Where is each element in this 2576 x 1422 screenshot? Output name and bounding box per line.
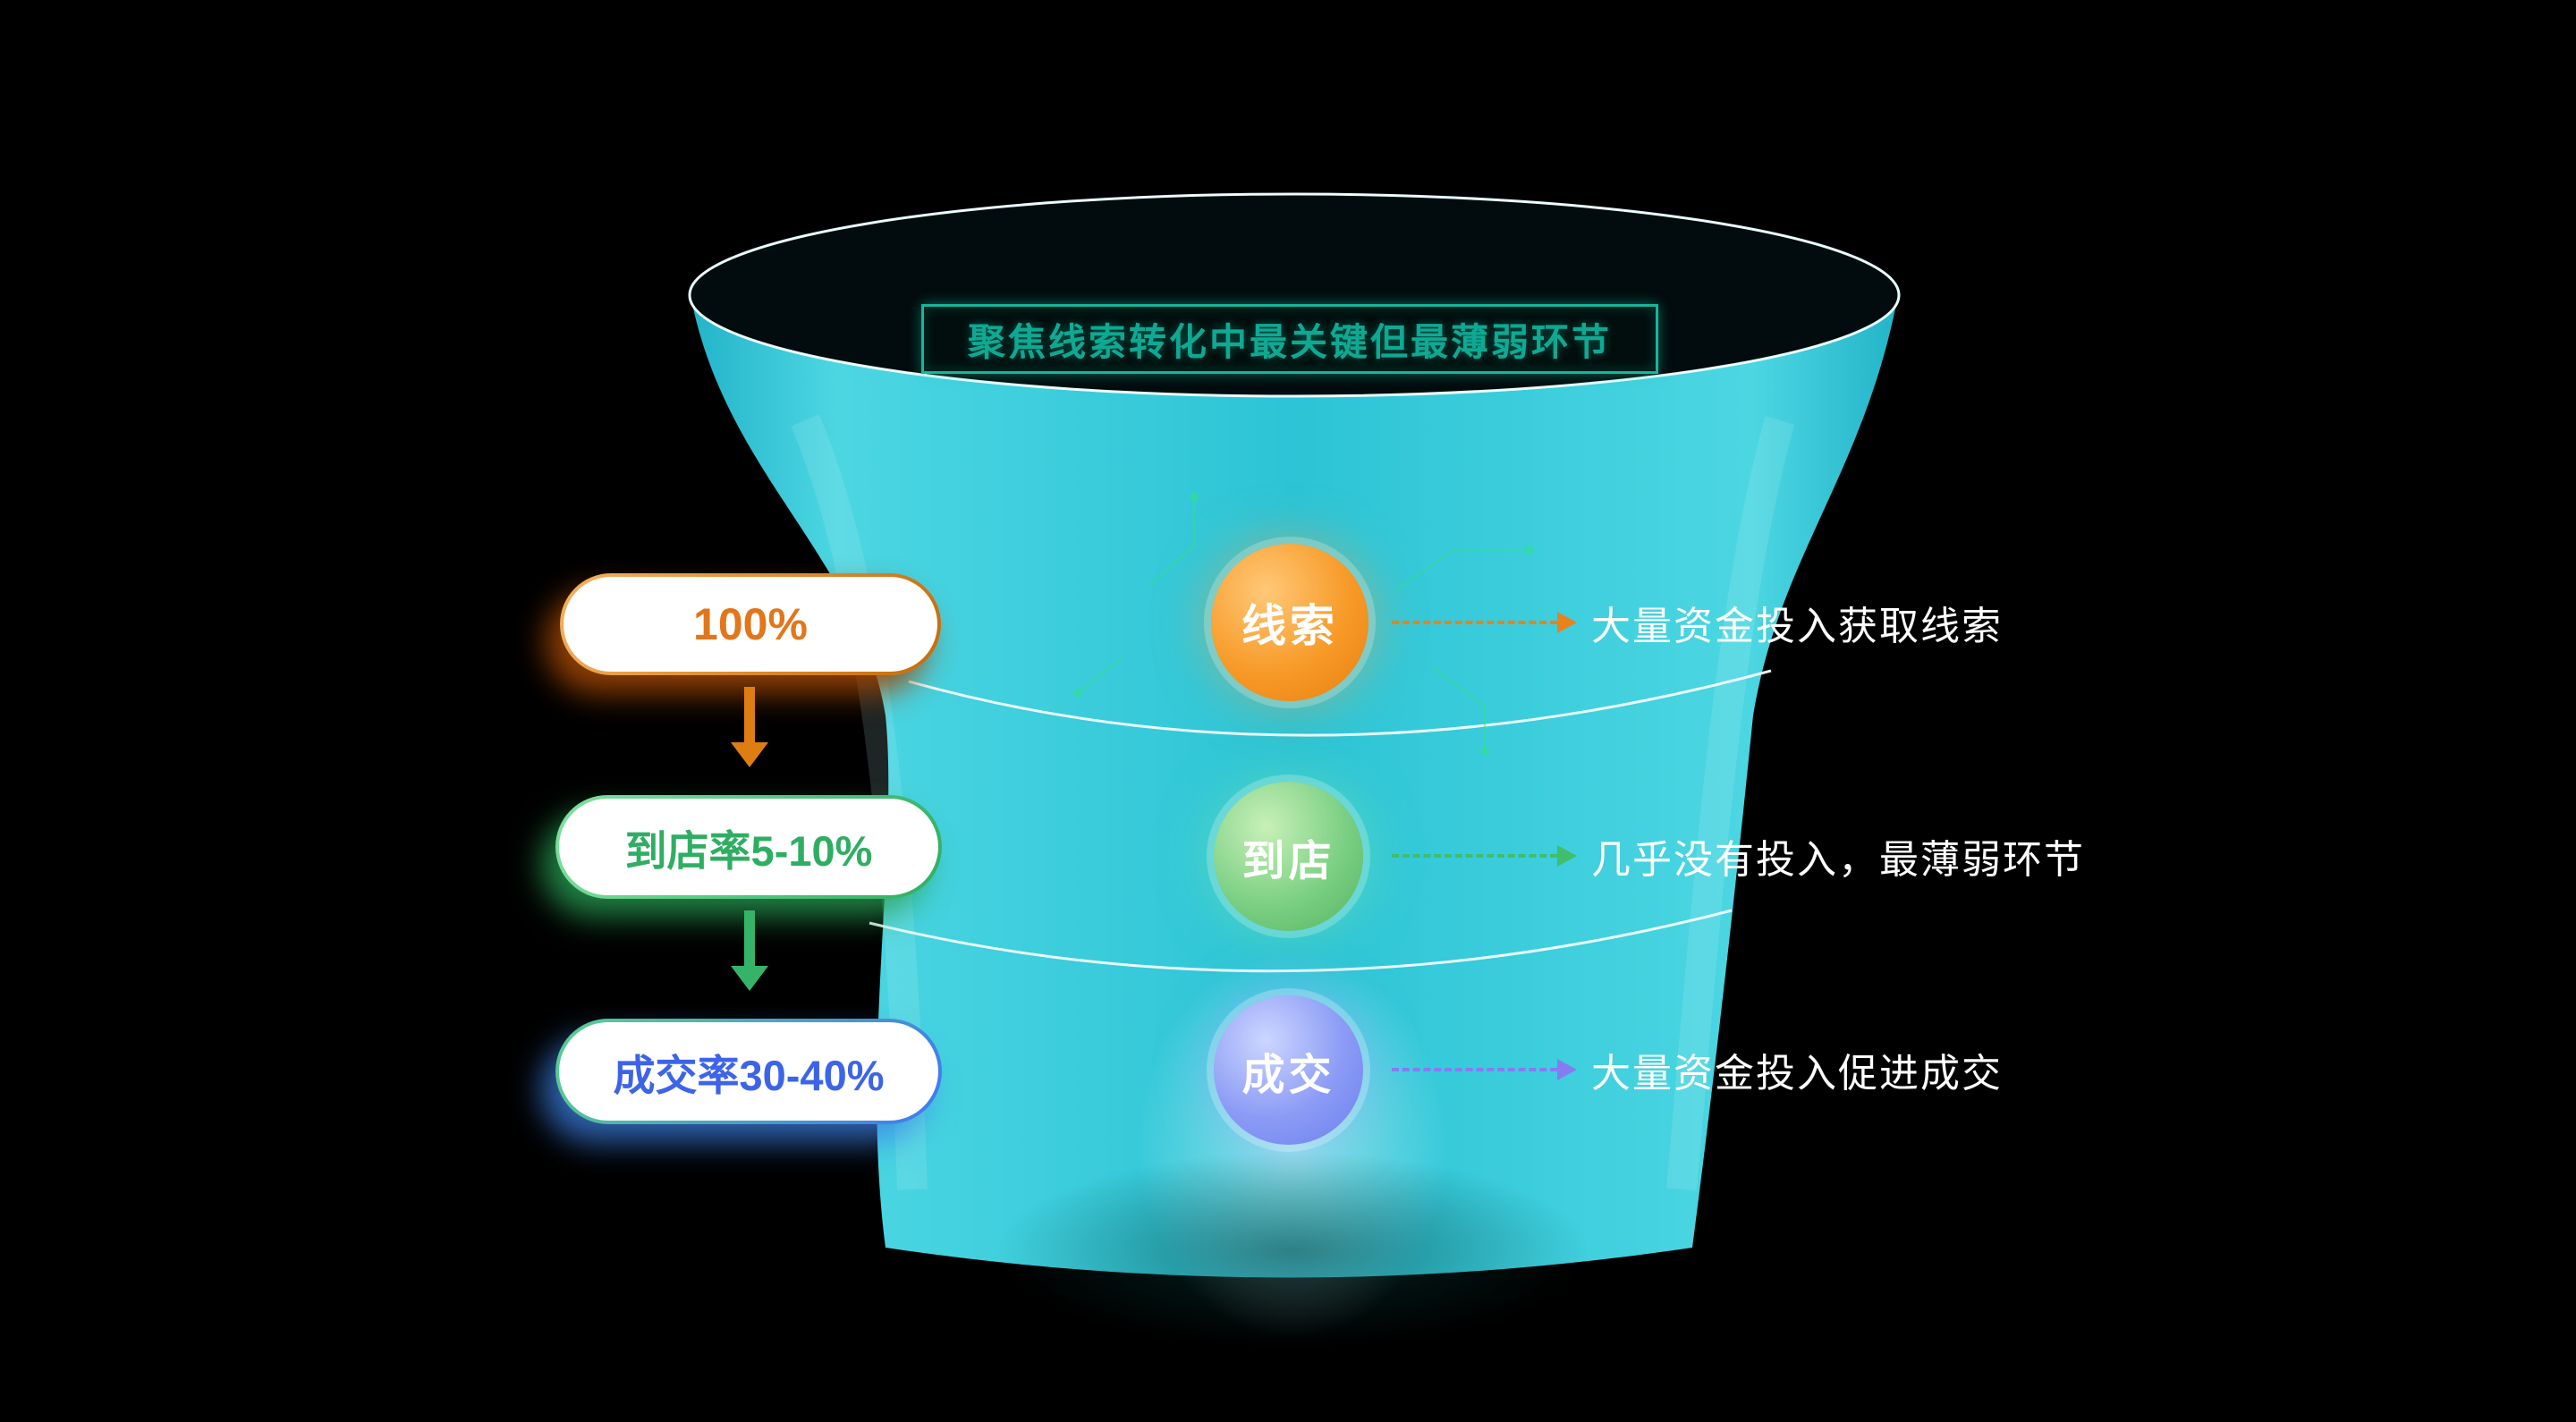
- bottom-shading: [997, 1152, 1588, 1349]
- down-arrow-1-head: [731, 742, 768, 767]
- funnel-highlight-right: [1666, 416, 1795, 1191]
- annotation-deal-text: 大量资金投入促进成交: [1591, 1052, 2003, 1096]
- metric-pill-leads-label: 100%: [693, 599, 808, 649]
- arrowhead-icon-3: [1557, 1059, 1577, 1080]
- metric-pill-store-visit-label: 到店率5-10%: [624, 826, 873, 875]
- dashed-arrow-line-2: [1392, 854, 1557, 858]
- circuit-dots: [1073, 492, 1534, 756]
- arrowhead-icon-2: [1557, 845, 1577, 867]
- annotation-store-visit: 几乎没有投入，最薄弱环节: [1392, 829, 2085, 883]
- down-arrow-2-shaft: [744, 910, 755, 966]
- annotation-deal: 大量资金投入促进成交: [1392, 1043, 2003, 1096]
- arrowhead-icon-1: [1557, 612, 1577, 633]
- metric-pill-store-visit: 到店率5-10%: [555, 795, 942, 899]
- annotation-store-visit-text: 几乎没有投入，最薄弱环节: [1591, 838, 2085, 882]
- metric-pill-deal-label: 成交率30-40%: [613, 1051, 885, 1099]
- funnel-divider-1: [908, 669, 1772, 737]
- stage-node-deal-label: 成交: [1241, 1051, 1335, 1099]
- annotation-leads: 大量资金投入获取线索: [1392, 596, 2003, 649]
- stage-node-leads-label: 线索: [1241, 601, 1338, 651]
- down-arrow-1-shaft: [744, 687, 755, 742]
- annotation-leads-text: 大量资金投入获取线索: [1591, 605, 2003, 648]
- stage-node-deal: 成交: [1214, 995, 1363, 1145]
- funnel-title: 聚焦线索转化中最关键但最薄弱环节: [921, 304, 1658, 374]
- dashed-arrow-line-1: [1392, 621, 1557, 624]
- stage-node-store-visit-label: 到店: [1241, 837, 1335, 885]
- down-arrow-2: [730, 910, 769, 991]
- down-arrow-2-head: [731, 966, 768, 991]
- down-arrow-1: [730, 687, 769, 767]
- stage-node-store-visit: 到店: [1214, 782, 1363, 931]
- dashed-arrow-line-3: [1392, 1068, 1557, 1071]
- circuit-decoration: [1077, 496, 1530, 751]
- metric-pill-deal: 成交率30-40%: [555, 1019, 942, 1124]
- metric-pill-leads: 100%: [560, 573, 941, 675]
- stage-node-leads: 线索: [1211, 544, 1368, 701]
